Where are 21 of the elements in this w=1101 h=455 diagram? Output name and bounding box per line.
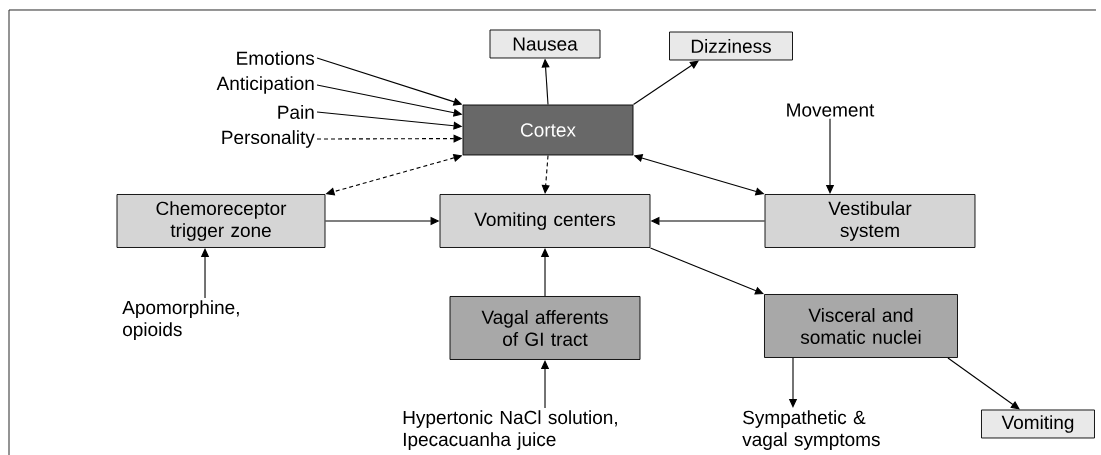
input-label: Personality — [222, 130, 315, 148]
process-box: Vestibular system — [764, 194, 976, 248]
input-label: Pain — [278, 105, 314, 119]
symptom-box: Dizziness — [669, 31, 793, 61]
arrow — [649, 247, 764, 295]
input-label: Movement — [787, 103, 875, 117]
process-box: Vomiting centers — [439, 194, 651, 248]
process-box: Vagal afferents of GI tract — [449, 296, 641, 360]
process-box: Visceral and somatic nuclei — [764, 294, 958, 358]
arrow — [632, 60, 699, 106]
arrow — [947, 357, 1020, 410]
input-label: Hypertonic NaCl solution, Ipecacuanha juice — [403, 410, 617, 450]
symptom-box: Nausea — [489, 29, 601, 59]
input-label: Apomorphine, opioids — [122, 300, 239, 340]
symptom-box: Vomiting — [981, 409, 1095, 439]
output-label: Sympathetic & vagal symptoms — [742, 410, 880, 450]
arrow — [541, 154, 550, 194]
input-label: Emotions — [237, 51, 315, 65]
cortex-box: Cortex — [462, 104, 634, 156]
input-label: Anticipation — [216, 76, 314, 94]
process-box: Chemoreceptor trigger zone — [116, 194, 326, 248]
